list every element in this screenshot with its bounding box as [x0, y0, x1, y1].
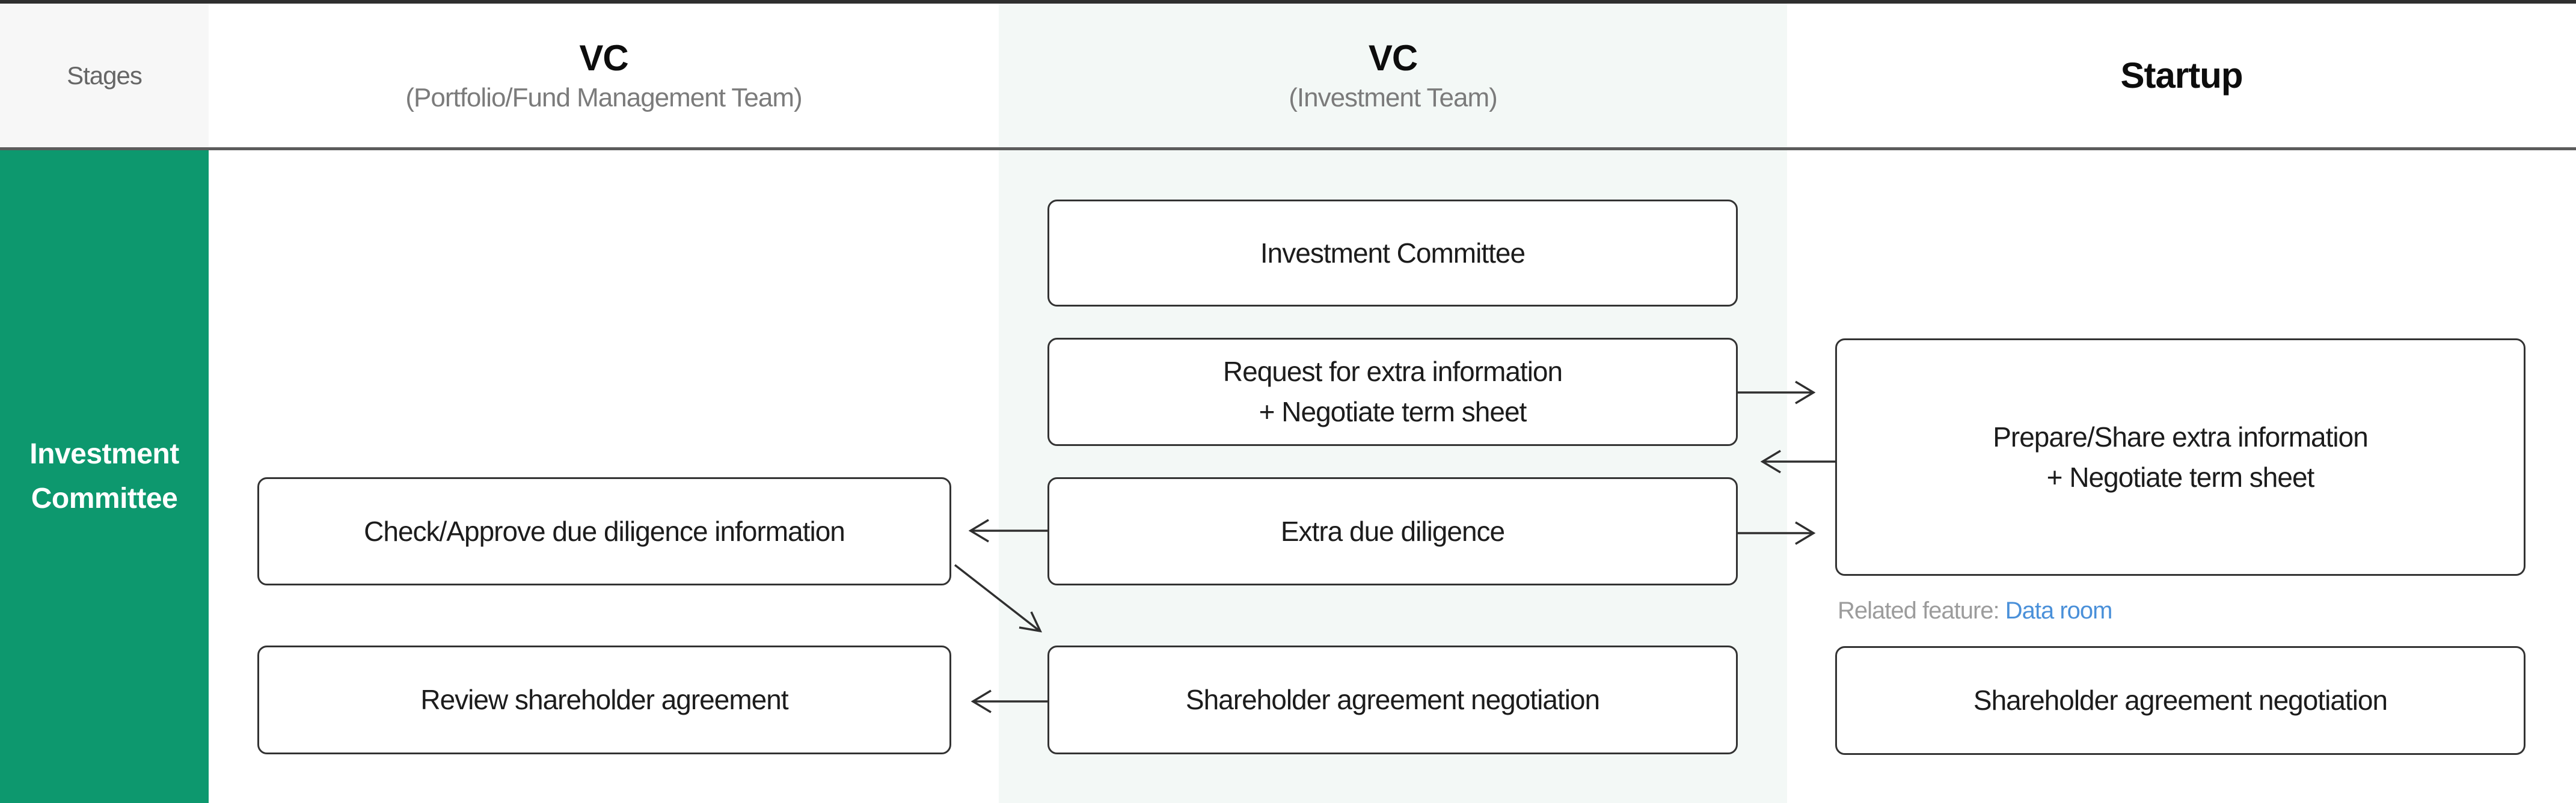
stage-label: Investment Committee	[29, 438, 179, 514]
box-shareholder-agreement-negotiation-vc: Shareholder agreement negotiation	[1047, 646, 1738, 754]
stage-investment-committee: Investment Committee	[0, 150, 209, 803]
column-header-vc-investment: VC (Investment Team)	[999, 4, 1787, 147]
box-review-shareholder-agreement: Review shareholder agreement	[257, 646, 951, 754]
box-shareholder-agreement-negotiation-startup: Shareholder agreement negotiation	[1835, 646, 2525, 755]
column-title: VC	[1368, 37, 1418, 78]
stages-label: Stages	[67, 61, 143, 90]
arrowhead-left	[968, 519, 989, 543]
arrowhead-right	[1795, 380, 1816, 405]
column-header-vc-portfolio: VC (Portfolio/Fund Management Team)	[209, 4, 999, 147]
column-subtitle: (Portfolio/Fund Management Team)	[405, 82, 802, 112]
related-feature-prefix: Related feature:	[1838, 597, 2005, 624]
box-prepare-share-extra-information: Prepare/Share extra information + Negoti…	[1835, 338, 2525, 576]
column-title: VC	[579, 37, 628, 78]
arrowhead-right	[1795, 521, 1816, 545]
box-extra-due-diligence: Extra due diligence	[1047, 477, 1738, 585]
box-check-approve-due-diligence: Check/Approve due diligence information	[257, 477, 951, 585]
column-subtitle: (Investment Team)	[1289, 82, 1498, 112]
stages-header-cell: Stages	[0, 4, 209, 147]
box-request-extra-information: Request for extra information + Negotiat…	[1047, 338, 1738, 446]
top-border	[0, 0, 2576, 4]
box-investment-committee: Investment Committee	[1047, 200, 1738, 307]
column-header-startup: Startup	[1787, 4, 2576, 147]
related-feature-note: Related feature: Data room	[1838, 595, 2528, 626]
arrowhead-left	[971, 689, 992, 713]
column-title: Startup	[2120, 55, 2243, 96]
data-room-link[interactable]: Data room	[2005, 597, 2113, 624]
header-divider	[0, 147, 2576, 150]
